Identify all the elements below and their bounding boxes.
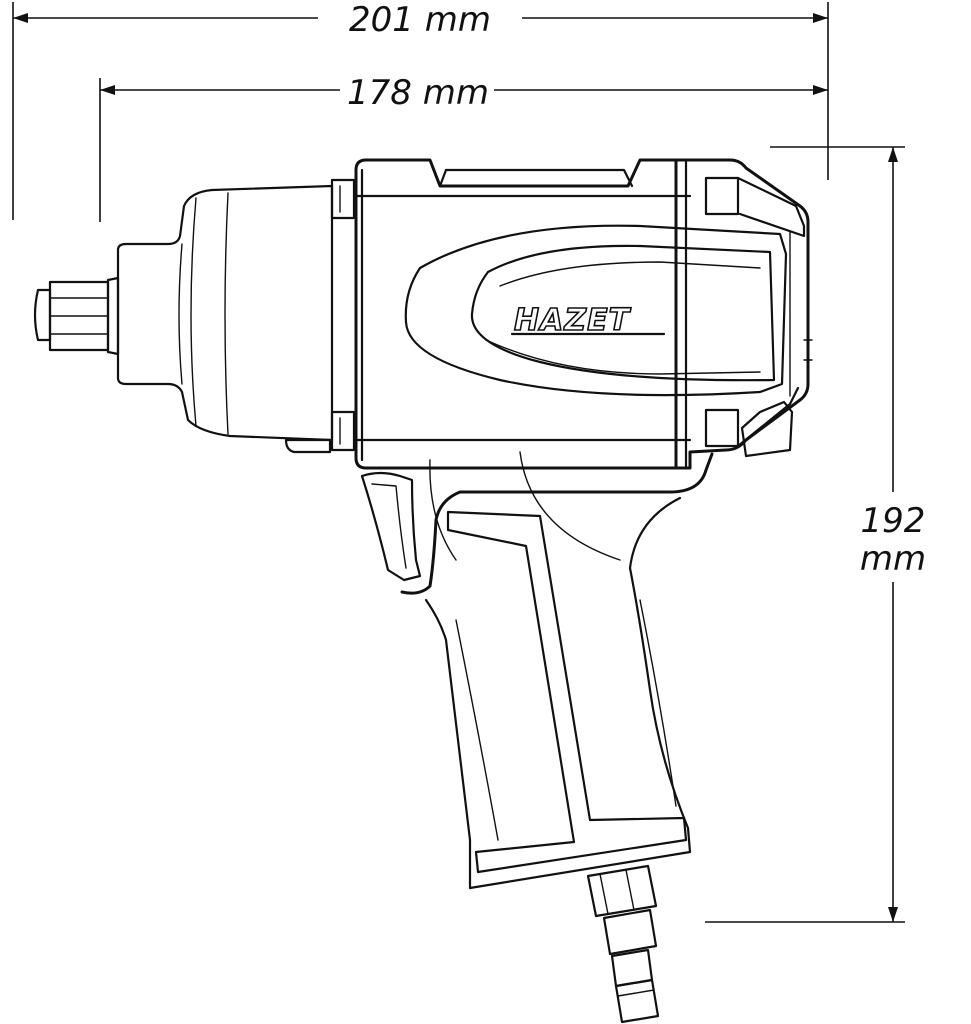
dimension-overall-length: 201 mm	[12, 0, 829, 220]
trigger	[360, 471, 422, 582]
height-value-label: 192	[861, 501, 926, 541]
dimension-body-length: 178 mm	[99, 73, 828, 222]
dimension-height: 192 mm	[705, 146, 926, 923]
hazet-logo: HAZET	[514, 303, 632, 338]
square-drive	[33, 276, 120, 356]
motor-housing	[354, 158, 810, 470]
rear-cap	[704, 176, 813, 458]
handle	[400, 451, 714, 890]
height-unit-label: mm	[860, 539, 926, 579]
hammer-case	[116, 184, 334, 454]
air-inlet-fitting	[586, 864, 660, 1024]
front-brackets	[330, 178, 356, 452]
body-length-label: 178 mm	[347, 73, 489, 113]
overall-length-label: 201 mm	[349, 0, 491, 40]
logo-panel	[404, 224, 788, 397]
